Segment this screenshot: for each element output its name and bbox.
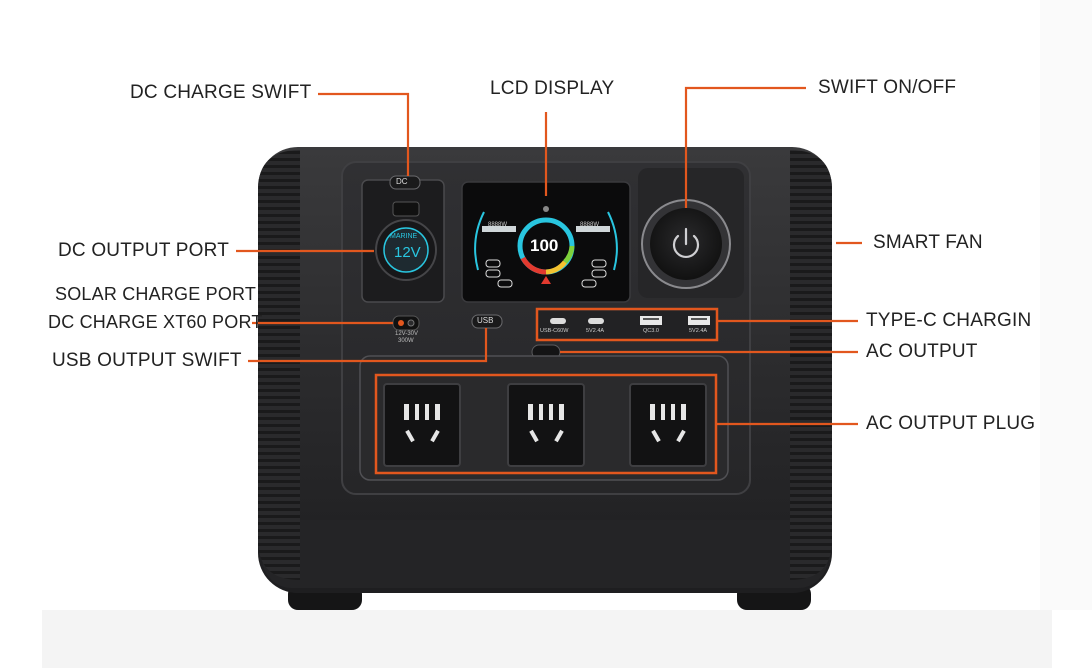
dc-button-text: DC (396, 177, 408, 186)
leader-usb-output-swift (248, 328, 488, 363)
leader-lines (236, 86, 862, 426)
leader-dc-charge-swift (318, 92, 410, 176)
port-label-3: QC3.0 (643, 328, 659, 334)
port-label-4: 5V2.4A (689, 328, 708, 334)
lcd-left-value: 8888W (488, 222, 508, 228)
port-label-2: 5V2.4A (586, 328, 605, 334)
label-swift-on-off: SWIFT ON/OFF (818, 77, 957, 98)
label-dc-charge-swift: DC CHARGE SWIFT (130, 82, 312, 103)
right-vent-ribs (790, 150, 832, 580)
right-strip (1040, 0, 1092, 610)
usb-a-port-2 (688, 316, 710, 325)
xt60-text-2: 300W (398, 338, 414, 344)
xt60-text-1: 12V-30V (395, 331, 419, 337)
label-dc-charge-xt60-port: DC CHARGE XT60 PORT (48, 312, 263, 332)
xt60-port (392, 315, 420, 331)
usb-c-port-2 (588, 318, 604, 324)
label-dc-output-port: DC OUTPUT PORT (58, 240, 229, 261)
ac-socket-2 (507, 383, 585, 467)
left-vent-ribs (258, 150, 300, 580)
footer-strip (42, 610, 1052, 668)
highlight-usb-ports (535, 307, 719, 342)
label-ac-output: AC OUTPUT (866, 341, 978, 362)
usb-button-text: USB (477, 316, 494, 325)
socket-voltage-text: 12V (394, 244, 421, 261)
lcd-percent: 100 (530, 236, 559, 255)
marine-text: MARINE (390, 233, 418, 240)
label-solar-charge-port: SOLAR CHARGE PORT (55, 284, 257, 304)
usb-c-port-1 (550, 318, 566, 324)
ac-socket-1 (383, 383, 461, 467)
usb-a-port-1 (640, 316, 662, 325)
label-smart-fan: SMART FAN (873, 232, 983, 253)
label-lcd-display: LCD DISPLAY (490, 78, 615, 99)
port-label-1: USB-C60W (540, 328, 569, 334)
highlight-ac-plugs (374, 373, 718, 475)
lcd-right-value: 8888W (580, 222, 600, 228)
leader-swift-on-off (684, 86, 806, 208)
label-type-c-chargin: TYPE-C CHARGIN (866, 310, 1032, 331)
ac-socket-3 (629, 383, 707, 467)
dc-button (389, 175, 421, 190)
bottom-band (262, 520, 828, 588)
label-usb-output-swift: USB OUTPUT SWIFT (52, 350, 242, 371)
label-ac-output-plug: AC OUTPUT PLUG (866, 413, 1036, 434)
power-icon (672, 234, 700, 258)
